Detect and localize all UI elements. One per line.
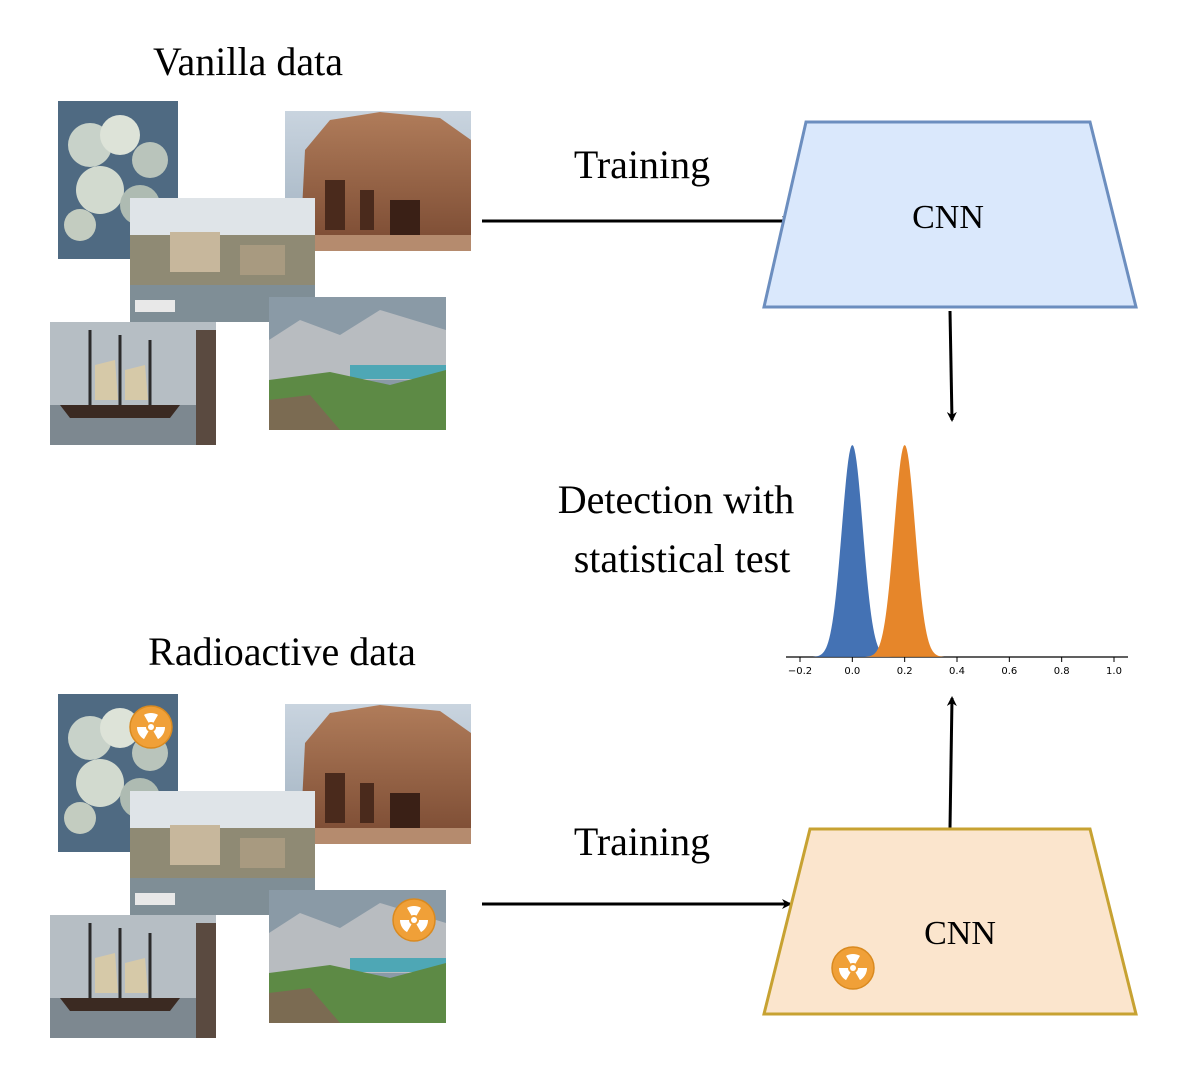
distribution-chart: −0.2 0.0 0.2 0.4 0.6 0.8 1.0 [786, 445, 1128, 677]
radioactive-icon [831, 946, 875, 990]
harbor-town-photo [130, 791, 315, 915]
x-tick-label: 1.0 [1106, 666, 1122, 677]
sailing-ship-photo [50, 322, 216, 445]
radioactive-icon [392, 898, 436, 942]
training-label-top: Training [574, 142, 710, 187]
radioactive-icon [129, 705, 173, 749]
rock-temple-photo [285, 111, 471, 251]
x-tick-label: 0.6 [1001, 666, 1017, 677]
cnn-label-vanilla: CNN [912, 199, 984, 236]
radioactive-image-collage [50, 694, 471, 1038]
x-tick-label: 0.2 [897, 666, 913, 677]
cnn-label-radioactive: CNN [924, 915, 996, 952]
sailing-ship-photo [50, 915, 216, 1038]
x-tick-label: 0.4 [949, 666, 965, 677]
radioactive-cnn-to-detection-arrow [946, 696, 957, 829]
x-tick-label: −0.2 [788, 666, 812, 677]
vanilla-image-collage [50, 101, 471, 445]
training-label-bottom: Training [574, 819, 710, 864]
vanilla-distribution-curve [810, 445, 895, 657]
cnn-to-detection-arrow [946, 310, 957, 422]
detection-label-line2: statistical test [574, 536, 791, 581]
detection-label-line1: Detection with [558, 477, 795, 522]
mountain-lake-photo [269, 297, 446, 430]
x-tick-label: 0.8 [1054, 666, 1070, 677]
cnn-model-vanilla [762, 120, 1138, 309]
x-tick-label: 0.0 [844, 666, 860, 677]
rock-temple-photo [285, 704, 471, 844]
harbor-town-photo [130, 198, 315, 322]
vanilla-data-title: Vanilla data [153, 39, 343, 84]
radioactive-data-title: Radioactive data [148, 629, 416, 674]
radioactive-distribution-curve [862, 445, 947, 657]
